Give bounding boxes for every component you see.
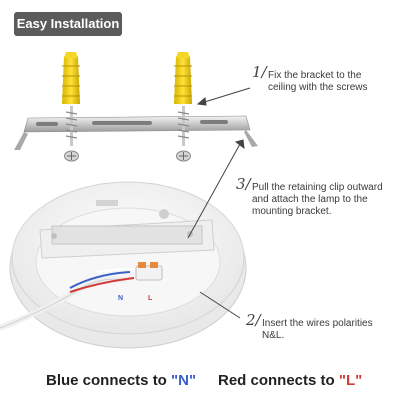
wire-letter-l: L — [148, 295, 153, 302]
step-2-text: Insert the wires polarities N&L. — [262, 318, 373, 341]
mounting-bracket — [14, 115, 258, 150]
wall-anchor-left — [62, 52, 80, 104]
wire-letter-n: N — [118, 295, 123, 302]
step-1-text: Fix the bracket to the ceiling with the … — [268, 70, 368, 93]
easy-installation-badge: Easy Installation — [14, 12, 122, 36]
step-2: 2/ Insert the wires polarities N&L. — [246, 313, 386, 342]
red-caption-text: Red connects to — [218, 372, 339, 389]
screw-left — [64, 106, 79, 162]
step-2-number: 2/ — [246, 311, 261, 329]
step-3-text: Pull the retaining clip outward and atta… — [252, 182, 383, 217]
wire-connector — [135, 262, 163, 281]
step-3: 3/ Pull the retaining clip outward and a… — [236, 177, 384, 218]
blue-caption-text: Blue connects to — [46, 372, 172, 389]
electrical-wires — [0, 268, 141, 331]
red-caption-letter: "L" — [338, 372, 363, 389]
step-3-number: 3/ — [236, 175, 251, 193]
ceiling-lamp — [9, 181, 247, 349]
blue-caption-letter: "N" — [171, 372, 197, 389]
screw-right — [176, 106, 191, 162]
blue-wire-caption: Blue connects to "N" — [46, 372, 196, 389]
pointer-lines — [187, 87, 251, 319]
step-1: 1/ Fix the bracket to the ceiling with t… — [252, 65, 392, 94]
step-1-number: 1/ — [252, 63, 267, 81]
red-wire-caption: Red connects to "L" — [218, 372, 362, 389]
wall-anchor-right — [174, 52, 192, 104]
